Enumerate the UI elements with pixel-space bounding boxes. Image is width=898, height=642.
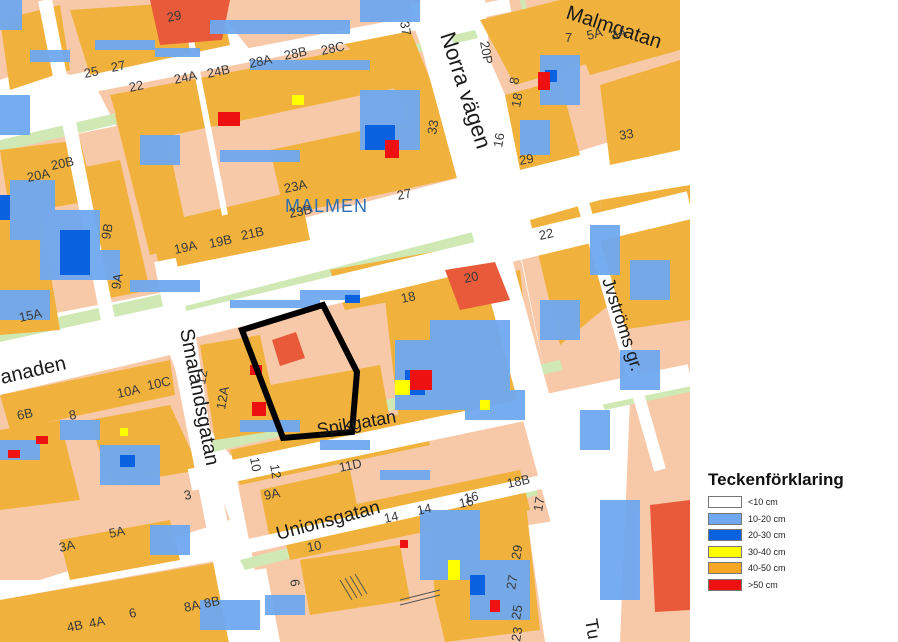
house-number: 5A: [108, 523, 127, 541]
house-number: 18: [508, 92, 525, 109]
streets: [0, 0, 690, 642]
house-number: 9B: [98, 222, 116, 240]
house-number: 9A: [263, 485, 282, 503]
district-label: MALMEN: [285, 196, 368, 216]
house-number: 18: [400, 288, 417, 306]
house-number: 8: [506, 76, 522, 86]
legend-swatch: [708, 496, 742, 509]
house-number: 11D: [338, 456, 364, 475]
house-number: 6: [287, 578, 303, 588]
house-number: 14: [383, 508, 400, 526]
legend-label: 20-30 cm: [748, 530, 786, 541]
legend-item: >50 cm: [708, 577, 896, 594]
legend-label: 30-40 cm: [748, 546, 786, 557]
house-number: 28C: [320, 38, 346, 58]
legend-title: Teckenförklaring: [708, 470, 844, 489]
house-number: 12: [267, 463, 284, 480]
house-number: 23: [508, 626, 525, 642]
house-number: 24B: [206, 61, 232, 80]
study-area-outline[interactable]: [238, 301, 361, 442]
legend-items: <10 cm 10-20 cm 20-30 cm 30-40 cm 40-50 cm >5…: [708, 494, 896, 593]
house-number: 22: [128, 77, 145, 95]
house-number: 22: [538, 225, 555, 243]
house-number: 8A: [183, 597, 202, 615]
house-number: 29: [508, 544, 525, 561]
map-canvas[interactable]: MALMEN Norra vägen Malmgatan Smalandsgat…: [0, 0, 690, 642]
house-number: 28A: [248, 51, 274, 71]
house-number: 20: [463, 268, 480, 286]
legend-label: 10-20 cm: [748, 513, 786, 524]
house-number: 10A: [116, 381, 142, 401]
legend-item: <10 cm: [708, 494, 896, 511]
house-number: 3A: [58, 537, 77, 555]
legend-label: 40-50 cm: [748, 563, 786, 574]
house-number: 23B: [288, 201, 314, 220]
legend-label: <10 cm: [748, 497, 778, 508]
house-number: 20B: [50, 153, 76, 172]
house-number: 10: [306, 537, 323, 555]
house-number: 23A: [283, 176, 309, 196]
house-number: 25: [508, 604, 525, 621]
house-number: 19B: [208, 231, 234, 250]
house-number: 37: [397, 20, 414, 37]
house-number: 33: [618, 126, 635, 143]
house-number: 28B: [283, 43, 309, 62]
house-number: 14: [416, 500, 433, 518]
house-number: 27: [396, 185, 413, 203]
house-number: 19A: [173, 237, 199, 257]
legend-item: 30-40 cm: [708, 544, 896, 561]
legend-swatch: [708, 578, 742, 591]
house-number: 25: [83, 63, 100, 81]
house-number: 8: [68, 407, 78, 423]
house-number: 20A: [26, 165, 52, 185]
house-number: 15A: [18, 305, 44, 325]
house-number: 27: [503, 574, 520, 591]
legend-swatch: [708, 545, 742, 558]
house-number: 29: [518, 151, 535, 168]
legend-swatch: [708, 562, 742, 575]
house-number: 4B: [66, 617, 85, 635]
house-number: 17: [530, 496, 547, 513]
legend-item: 40-50 cm: [708, 560, 896, 577]
house-number: 24A: [173, 67, 199, 87]
house-number: 5A: [585, 24, 605, 43]
house-number: 3A: [609, 24, 629, 43]
house-number: 4A: [88, 613, 107, 631]
house-number: 16: [490, 132, 507, 149]
hatch-area: [339, 573, 441, 606]
house-number: 12A: [213, 385, 232, 411]
house-number: 16: [463, 488, 480, 506]
house-number: 7: [565, 30, 572, 45]
legend-item: 20-30 cm: [708, 527, 896, 544]
house-number: 20P: [477, 40, 496, 65]
house-number: 21B: [240, 223, 266, 242]
house-number: 6: [128, 605, 138, 621]
house-number: 9A: [108, 272, 126, 291]
house-number: 27: [110, 57, 127, 75]
house-number: 16: [458, 493, 475, 511]
house-number: 10C: [146, 373, 172, 393]
house-number: 18B: [506, 471, 532, 490]
flood-depth-raster: [0, 0, 670, 630]
house-number: 33: [424, 119, 441, 136]
house-number: 6B: [16, 405, 35, 423]
street-tu: Tu: [581, 617, 604, 641]
house-number: 12: [193, 369, 210, 386]
house-number: 29: [166, 7, 183, 25]
legend-item: 10-20 cm: [708, 511, 896, 528]
house-number: 10: [247, 456, 264, 473]
legend-label: >50 cm: [748, 579, 778, 590]
house-number: 8B: [203, 593, 222, 611]
map-svg: MALMEN Norra vägen Malmgatan Smalandsgat…: [0, 0, 690, 642]
legend: Teckenförklaring <10 cm 10-20 cm 20-30 cm 3…: [708, 470, 896, 593]
house-number: 3: [183, 487, 193, 503]
legend-swatch: [708, 512, 742, 525]
legend-swatch: [708, 529, 742, 542]
